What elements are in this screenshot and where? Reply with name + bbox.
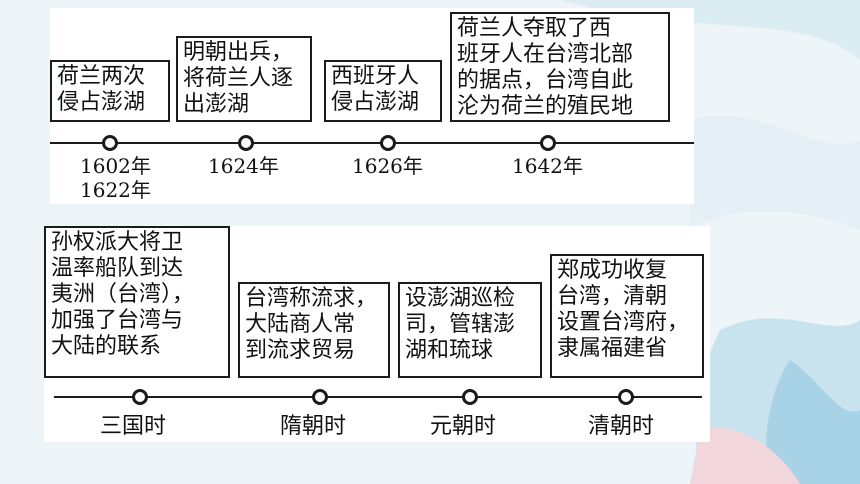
timeline-node-suichao [312,389,328,405]
event-box-1626: 西班牙人 侵占澎湖 [324,60,442,122]
timeline-node-yuanchao [462,389,478,405]
timeline-node-1624 [238,135,254,151]
event-box-suichao: 台湾称流求， 大陆商人常 到流求贸易 [238,282,390,378]
event-box-yuanchao: 设澎湖巡检 司，管辖澎 湖和琉球 [398,282,542,378]
period-label-suichao: 隋朝时 [280,414,347,439]
event-box-sanguo: 孙权派大将卫 温率船队到达 夷洲（台湾）， 加强了台湾与 大陆的联系 [44,226,230,378]
timeline-node-1602 [102,135,118,151]
year-label-1626: 1626年 [352,154,423,178]
timeline-node-qingchao [618,389,634,405]
event-box-qingchao: 郑成功收复 台湾，清朝 设置台湾府， 隶属福建省 [550,254,704,378]
period-label-yuanchao: 元朝时 [430,414,497,439]
year-label-1624: 1624年 [208,154,279,178]
bottom-timeline-panel: 孙权派大将卫 温率船队到达 夷洲（台湾）， 加强了台湾与 大陆的联系 台湾称流求… [44,226,710,442]
timeline-node-1626 [380,135,396,151]
timeline-node-sanguo [132,389,148,405]
event-box-1624: 明朝出兵， 将荷兰人逐 出澎湖 [176,36,312,122]
year-label-1642: 1642年 [512,154,583,178]
year-label-1602: 1602年 1622年 [80,154,151,202]
period-label-sanguo: 三国时 [100,414,167,439]
period-label-qingchao: 清朝时 [588,414,655,439]
event-box-1602: 荷兰两次 侵占澎湖 [50,60,170,122]
bottom-timeline-axis [54,396,702,398]
top-timeline-axis [50,142,694,144]
top-timeline-panel: 荷兰两次 侵占澎湖 明朝出兵， 将荷兰人逐 出澎湖 西班牙人 侵占澎湖 荷兰人夺… [50,8,694,204]
timeline-node-1642 [540,135,556,151]
event-box-1642: 荷兰人夺取了西 班牙人在台湾北部 的据点，台湾自此 沦为荷兰的殖民地 [450,12,670,122]
